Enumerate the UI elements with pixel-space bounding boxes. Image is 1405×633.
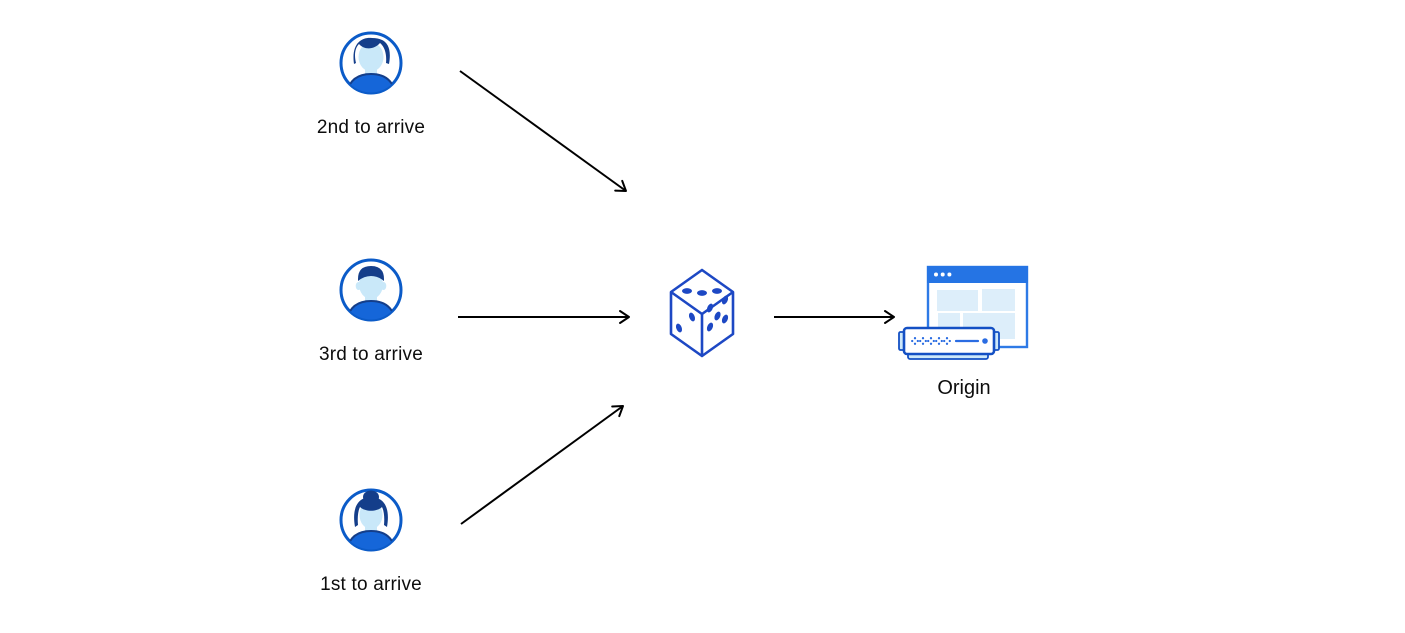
- server-dot-pattern: [911, 337, 951, 345]
- server-box: [898, 326, 1000, 360]
- dice-svg: [669, 268, 735, 358]
- user-female-bun-hair-icon: [339, 488, 403, 552]
- browser-content-panels: [937, 289, 1015, 339]
- actor-2nd-to-arrive: 2nd to arrive: [291, 30, 451, 139]
- user-male-short-hair-icon: [339, 258, 403, 322]
- actor-label: 2nd to arrive: [316, 117, 426, 138]
- dice-icon: [667, 266, 737, 365]
- arrow-2nd-to-dice: [459, 70, 627, 192]
- origin-svg: [898, 265, 1029, 360]
- user-male-swoop-hair-icon: [339, 31, 403, 95]
- dice-pips: [675, 288, 729, 333]
- arrow-1st-to-dice: [460, 405, 624, 525]
- actor-3rd-to-arrive: 3rd to arrive: [291, 257, 451, 366]
- actor-label: 1st to arrive: [320, 574, 422, 595]
- origin-server-icon: [898, 262, 1030, 369]
- actor-1st-to-arrive: 1st to arrive: [291, 487, 451, 596]
- origin-label: Origin: [937, 377, 991, 399]
- actor-label: 3rd to arrive: [319, 344, 423, 365]
